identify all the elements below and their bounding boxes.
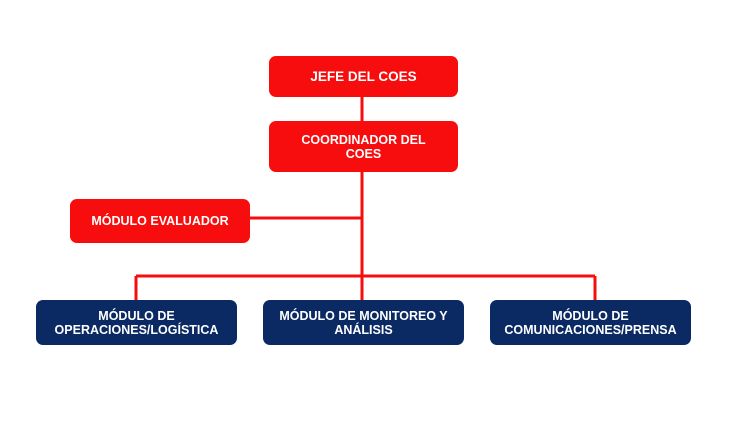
node-monitoreo-label: MÓDULO DE MONITOREO Y ANÁLISIS (279, 308, 448, 337)
node-coordinador-del-coes: COORDINADOR DEL COES (269, 121, 458, 172)
node-evaluador-label: MÓDULO EVALUADOR (91, 214, 229, 228)
node-modulo-comunicaciones: MÓDULO DE COMUNICACIONES/PRENSA (490, 300, 691, 345)
node-modulo-monitoreo: MÓDULO DE MONITOREO Y ANÁLISIS (263, 300, 464, 345)
node-modulo-evaluador: MÓDULO EVALUADOR (70, 199, 250, 243)
node-comunicaciones-label: MÓDULO DE COMUNICACIONES/PRENSA (504, 308, 677, 337)
node-jefe-del-coes: JEFE DEL COES (269, 56, 458, 97)
node-jefe-label: JEFE DEL COES (310, 68, 417, 84)
node-modulo-operaciones: MÓDULO DE OPERACIONES/LOGÍSTICA (36, 300, 237, 345)
node-operaciones-label: MÓDULO DE OPERACIONES/LOGÍSTICA (54, 308, 219, 337)
node-coordinador-label: COORDINADOR DEL COES (301, 132, 426, 161)
